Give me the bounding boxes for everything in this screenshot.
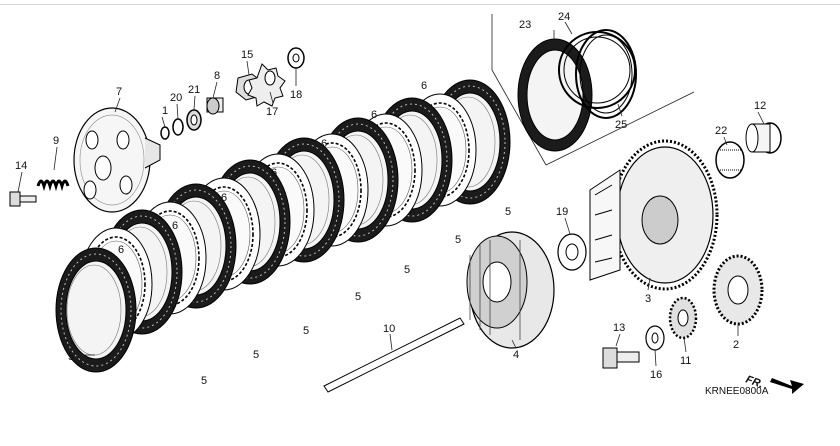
part-11-oil-pump-gear: [668, 296, 698, 340]
part-2-primary-drive-gear: [712, 254, 764, 326]
part-14-bolt: [9, 191, 37, 207]
part-18-washer: [287, 47, 305, 69]
callout-20: 20: [170, 92, 182, 104]
callout-24: 24: [558, 11, 570, 23]
callout-23: 23: [519, 19, 531, 31]
leader-lines: [17, 21, 765, 367]
part-3-clutch-outer: [589, 139, 719, 291]
part-7-pressure-plate: [73, 107, 161, 213]
part-17-lock-washer: [247, 63, 286, 107]
part-16-washer: [645, 325, 665, 351]
part-4-clutch-center: [466, 231, 555, 349]
callout-25: 25: [615, 119, 627, 131]
callout-5-g: 5: [455, 234, 461, 246]
callout-1: 1: [162, 105, 168, 117]
callout-22: 22: [715, 125, 727, 137]
callout-5-a: 5: [68, 351, 74, 363]
callout-12: 12: [754, 100, 766, 112]
callout-11: 11: [680, 355, 691, 367]
callout-10: 10: [383, 323, 395, 335]
callout-7: 7: [116, 86, 122, 98]
part-10-lifter-rod: [323, 317, 465, 393]
direction-label: FR.: [744, 374, 765, 391]
part-1-circlip: [160, 126, 170, 140]
part-23-friction-disc: [517, 38, 593, 152]
part-13-flange-bolt: [602, 347, 640, 369]
callout-6-e: 6: [321, 138, 327, 150]
part-8-lifter-piece: [206, 97, 224, 115]
callout-17: 17: [266, 106, 278, 118]
part-21-bearing: [186, 109, 202, 131]
part-25-judder-spring: [575, 29, 637, 119]
callout-8: 8: [214, 70, 220, 82]
callout-6-d: 6: [271, 167, 277, 179]
callout-5-c: 5: [253, 349, 259, 361]
diagram-code: KRNEE0800A: [705, 386, 769, 397]
callout-21: 21: [188, 84, 200, 96]
callout-6-b: 6: [172, 220, 178, 232]
kit-bracket: [491, 14, 695, 166]
callout-5-b: 5: [201, 375, 207, 387]
callout-6-g: 6: [421, 80, 427, 92]
callout-14: 14: [15, 160, 27, 172]
callout-13: 13: [613, 322, 625, 334]
callout-6-c: 6: [221, 192, 227, 204]
callout-16: 16: [650, 369, 662, 381]
callout-6-f: 6: [371, 109, 377, 121]
callout-5-h: 5: [505, 206, 511, 218]
part-19-thrust-washer: [557, 233, 587, 271]
part-9-clutch-spring: [36, 179, 70, 192]
callout-18: 18: [290, 89, 302, 101]
callout-15: 15: [241, 49, 253, 61]
callout-9: 9: [53, 135, 59, 147]
callout-3: 3: [645, 293, 651, 305]
part-20-washer: [172, 118, 184, 136]
top-divider: [0, 4, 840, 5]
callout-5-d: 5: [303, 325, 309, 337]
callout-4: 4: [513, 349, 519, 361]
part-12-collar: [745, 122, 782, 154]
callout-6-a: 6: [118, 244, 124, 256]
part-22-needle-bearing: [715, 141, 745, 179]
callout-2: 2: [733, 339, 739, 351]
callout-5-e: 5: [355, 291, 361, 303]
front-direction-arrow-icon: FR.: [744, 374, 804, 394]
callout-5-f: 5: [404, 264, 410, 276]
callout-labels: 1 2 3 4 5 5 5 5 5 5 5 5 6 6 6 6 6 6 6 7 …: [15, 11, 766, 387]
callout-19: 19: [556, 206, 568, 218]
